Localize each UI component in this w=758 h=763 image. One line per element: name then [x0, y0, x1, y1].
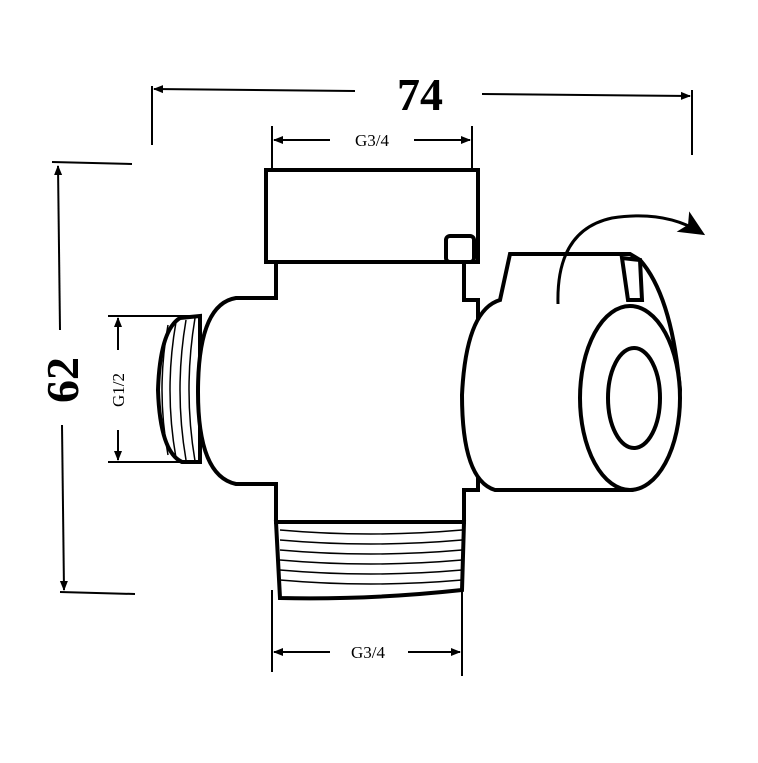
top-nut	[264, 168, 480, 264]
top-thread-label: G3/4	[355, 131, 390, 150]
bottom-thread-lines	[279, 529, 463, 585]
dimension-top-thread: G3/4	[271, 126, 473, 172]
knob-lever-tab	[619, 255, 645, 302]
side-thread-lines	[161, 317, 196, 462]
dimension-overall-height: 62	[37, 161, 136, 595]
dimension-overall-width: 74	[151, 69, 693, 155]
side-thread-nipple	[155, 313, 202, 464]
dimension-bottom-thread: G3/4	[271, 590, 463, 676]
bottom-thread-label: G3/4	[351, 643, 386, 662]
curved-arrow-icon	[556, 211, 706, 305]
knob-center-hole	[606, 346, 662, 450]
side-thread-label: G1/2	[109, 373, 128, 407]
overall-width-label: 74	[397, 69, 443, 120]
bottom-thread-nipple	[273, 520, 467, 601]
valve-body	[155, 168, 683, 601]
overall-height-label: 62	[37, 357, 88, 403]
valve-main-body	[195, 260, 480, 524]
nut-notch	[444, 234, 476, 264]
